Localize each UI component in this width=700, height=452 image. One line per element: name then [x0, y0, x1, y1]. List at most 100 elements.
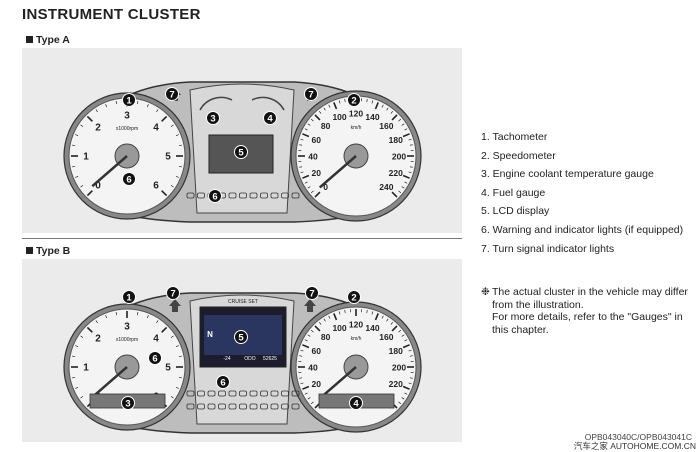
tachometer-unit-label: x1000rpm [116, 126, 138, 132]
tachometer-tick-label: 1 [83, 363, 89, 374]
tachometer-tick-label: 3 [124, 322, 130, 333]
callout-legend: 1. Tachometer 2. Speedometer 3. Engine c… [481, 128, 683, 258]
note-line: The actual cluster in the vehicle may di… [492, 286, 696, 311]
callout-number: 1 [126, 293, 132, 304]
legend-item: 4. Fuel gauge [481, 184, 683, 203]
speedometer-tick-label: 60 [312, 135, 322, 145]
speedometer-tick-label: 240 [379, 182, 393, 192]
callout-number: 4 [267, 114, 273, 125]
callout-1: 1 [123, 291, 136, 304]
callout-number: 3 [125, 399, 130, 410]
legend-item: 7. Turn signal indicator lights [481, 240, 683, 259]
callout-4: 4 [264, 112, 277, 125]
speedometer-tick-label: 160 [379, 121, 393, 131]
tachometer-tick-label: 1 [83, 152, 89, 163]
type-b-panel: 0123456x1000rpm0204060801001201401601802… [22, 259, 462, 442]
callout-number: 6 [220, 378, 225, 389]
lcd-trip-label: CRUISE SET [228, 299, 258, 305]
legend-item: 5. LCD display [481, 202, 683, 221]
note: ❉ The actual cluster in the vehicle may … [481, 286, 696, 336]
type-a-label: Type A [26, 34, 70, 46]
type-b-label: Type B [26, 245, 70, 257]
speedometer-tick-label: 80 [321, 121, 331, 131]
speedometer-tick-label: 120 [349, 320, 363, 330]
note-line: For more details, refer to the "Gauges" … [492, 311, 696, 336]
callout-number: 6 [126, 175, 131, 186]
callout-2: 2 [348, 291, 361, 304]
callout-6: 6 [217, 376, 230, 389]
callout-number: 5 [238, 148, 244, 159]
callout-3: 3 [122, 397, 135, 410]
tachometer-tick-label: 5 [165, 152, 171, 163]
speedometer-tick-label: 20 [312, 379, 322, 389]
speedometer-tick-label: 200 [392, 363, 406, 373]
callout-7: 7 [167, 287, 180, 300]
legend-item: 2. Speedometer [481, 147, 683, 166]
callout-7: 7 [306, 287, 319, 300]
callout-number: 7 [170, 289, 175, 300]
speedometer-tick-label: 20 [312, 168, 322, 178]
callout-number: 2 [351, 293, 356, 304]
callout-number: 5 [238, 333, 244, 344]
callout-number: 7 [309, 289, 314, 300]
speedometer-tick-label: 220 [389, 168, 403, 178]
lcd-gear-indicator: N [207, 330, 213, 339]
tachometer-tick-label: 2 [95, 123, 101, 134]
callout-2: 2 [348, 94, 361, 107]
lcd-outside-temp: -24 [223, 356, 230, 362]
tachometer-tick-label: 4 [153, 123, 159, 134]
speedometer-tick-label: 140 [365, 112, 379, 122]
speedometer-tick-label: 100 [332, 112, 346, 122]
callout-5: 5 [235, 331, 248, 344]
lcd-odo-label: ODO [244, 356, 256, 362]
callout-6: 6 [209, 190, 222, 203]
speedometer-tick-label: 40 [308, 363, 318, 373]
speedometer-tick-label: 200 [392, 152, 406, 162]
speedometer-unit-label: km/h [351, 336, 362, 342]
speedometer-tick-label: 220 [389, 379, 403, 389]
callout-number: 2 [351, 96, 356, 107]
callout-number: 6 [212, 192, 217, 203]
speedometer-tick-label: 60 [312, 346, 322, 356]
tachometer-tick-label: 6 [153, 180, 159, 191]
tachometer-tick-label: 2 [95, 334, 101, 345]
speedometer-tick-label: 180 [389, 346, 403, 356]
callout-5: 5 [235, 146, 248, 159]
speedometer-tick-label: 160 [379, 332, 393, 342]
callout-number: 3 [210, 114, 215, 125]
speedometer-tick-label: 100 [332, 323, 346, 333]
callout-number: 7 [169, 90, 174, 101]
tachometer-tick-label: 5 [165, 363, 171, 374]
tachometer-tick-label: 4 [153, 334, 159, 345]
speedometer-tick-label: 80 [321, 332, 331, 342]
watermark: 汽车之家 AUTOHOME.COM.CN [574, 440, 696, 452]
callout-3: 3 [207, 112, 220, 125]
lcd-odo-value: 52625 [263, 356, 277, 362]
callout-6: 6 [149, 352, 162, 365]
cluster-illustration-type-b: 0123456x1000rpm0204060801001201401601802… [22, 259, 462, 442]
legend-item: 1. Tachometer [481, 128, 683, 147]
legend-item: 6. Warning and indicator lights (if equi… [481, 221, 683, 240]
callout-1: 1 [123, 94, 136, 107]
tachometer-unit-label: x1000rpm [116, 337, 138, 343]
callout-6: 6 [123, 173, 136, 186]
tachometer-tick-label: 3 [124, 111, 130, 122]
page-title: INSTRUMENT CLUSTER [22, 6, 201, 23]
callout-7: 7 [305, 88, 318, 101]
callout-4: 4 [350, 397, 363, 410]
callout-number: 6 [152, 354, 157, 365]
speedometer-tick-label: 180 [389, 135, 403, 145]
callout-number: 7 [308, 90, 313, 101]
note-symbol-icon: ❉ [481, 286, 490, 299]
callout-number: 4 [353, 399, 359, 410]
speedometer-tick-label: 40 [308, 152, 318, 162]
callout-number: 1 [126, 96, 132, 107]
section-divider [22, 238, 462, 239]
speedometer-unit-label: km/h [351, 125, 362, 131]
